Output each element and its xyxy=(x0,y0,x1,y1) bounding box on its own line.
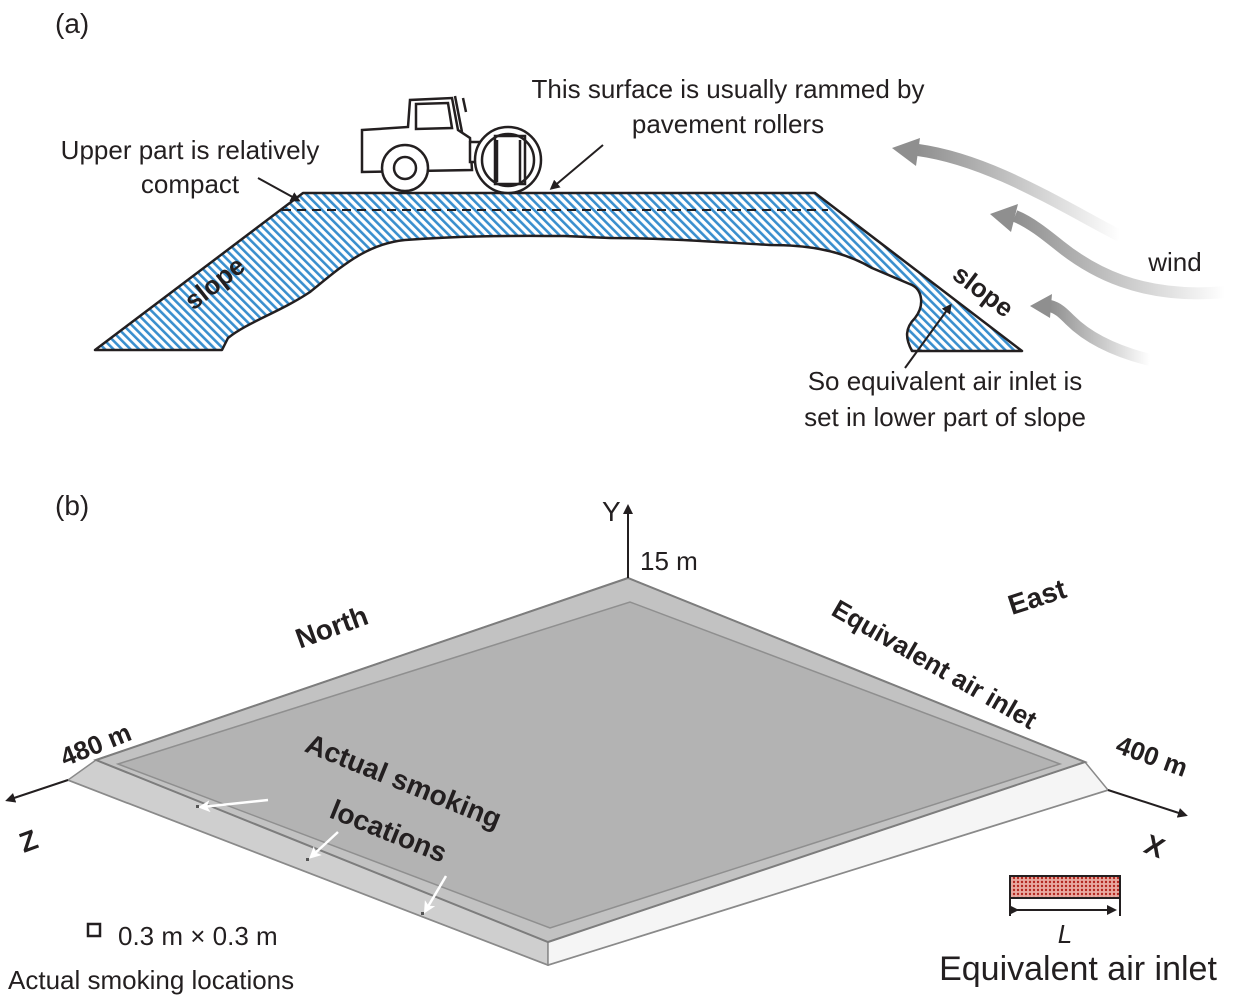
legend-smoking-label: Actual smoking locations xyxy=(8,965,294,995)
upper-part-text-2: compact xyxy=(141,169,240,199)
axis-y-label: Y xyxy=(602,496,621,527)
edge-east xyxy=(627,577,1086,763)
east-label: East xyxy=(1004,573,1070,621)
inlet-text-1: So equivalent air inlet is xyxy=(808,366,1083,396)
smoking-legend-icon xyxy=(86,922,102,938)
surface-arrow xyxy=(549,144,604,190)
axis-z-label: Z xyxy=(15,824,42,859)
roller-icon xyxy=(360,95,543,195)
wind-arrows xyxy=(892,138,1226,366)
inlet-legend-swatch xyxy=(1009,875,1121,899)
inlet-legend-label: Equivalent air inlet xyxy=(939,950,1217,988)
smoking-arrows xyxy=(198,798,448,914)
panel-a-label: (a) xyxy=(55,8,89,39)
wind-label: wind xyxy=(1147,247,1201,277)
panel-b: (b) Y 15 m Z 480 m X 400 m North East Eq… xyxy=(5,490,1217,995)
surface-text-2: pavement rollers xyxy=(632,109,824,139)
model-top-face xyxy=(115,601,1063,929)
upper-part-arrow xyxy=(257,177,301,202)
upper-part-text-1: Upper part is relatively xyxy=(61,135,320,165)
panel-a: (a) slope slope Upper part is relatively… xyxy=(55,8,1226,432)
north-label: North xyxy=(291,600,372,655)
height-label: 15 m xyxy=(640,546,698,576)
edge-north xyxy=(95,577,629,761)
length-x-label: 400 m xyxy=(1112,729,1192,782)
panel-b-label: (b) xyxy=(55,490,89,521)
inlet-text-2: set in lower part of slope xyxy=(804,402,1086,432)
embankment-section xyxy=(93,191,1024,353)
axis-x xyxy=(1107,789,1188,818)
inlet-arrow xyxy=(904,303,952,369)
inlet-legend-length-symbol: L xyxy=(1058,919,1072,949)
legend-size-label: 0.3 m × 0.3 m xyxy=(118,921,278,951)
surface-text-1: This surface is usually rammed by xyxy=(531,74,924,104)
smoking-point-markers xyxy=(196,805,424,915)
axis-x-label: X xyxy=(1140,828,1169,864)
axis-z xyxy=(5,779,69,803)
